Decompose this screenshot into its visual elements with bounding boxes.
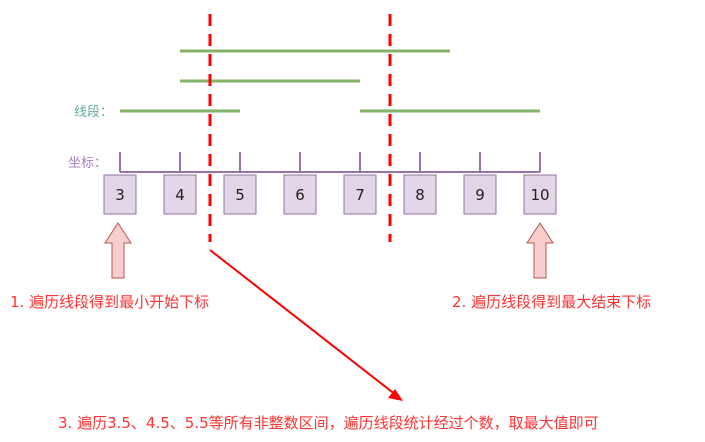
coordinate-label: 4: [175, 186, 185, 204]
coordinate-label: 8: [415, 186, 425, 204]
coordinate-box: [463, 174, 497, 215]
coordinate-box: [223, 174, 257, 215]
coordinate-box: [523, 174, 557, 215]
note-2: 2. 遍历线段得到最大结束下标: [452, 293, 651, 311]
note-3: 3. 遍历3.5、4.5、5.5等所有非整数区间，遍历线段统计经过个数，取最大值…: [58, 414, 599, 432]
coordinate-label: 6: [295, 186, 305, 204]
coords-label: 坐标：: [68, 156, 107, 171]
coordinate-label: 10: [530, 186, 549, 204]
coordinate-label: 9: [475, 186, 485, 204]
coordinate-box: [403, 174, 437, 215]
diagonal-arrow: [209, 249, 403, 401]
coordinate-box: [103, 174, 137, 215]
coordinate-box: [163, 174, 197, 215]
note-1: 1. 遍历线段得到最小开始下标: [10, 293, 209, 311]
segments-label: 线段：: [74, 105, 113, 120]
coordinate-label: 5: [235, 186, 245, 204]
coordinate-label: 3: [115, 186, 125, 204]
coordinate-label: 7: [355, 186, 365, 204]
sweep-lines: [208, 14, 392, 242]
segments: [120, 49, 540, 113]
start-up-arrow: [104, 222, 132, 279]
axis-ticks: 3 4 5 6 7 8 9 10: [103, 152, 557, 215]
coordinate-box: [343, 174, 377, 215]
coordinate-box: [283, 174, 317, 215]
end-up-arrow: [526, 222, 554, 279]
